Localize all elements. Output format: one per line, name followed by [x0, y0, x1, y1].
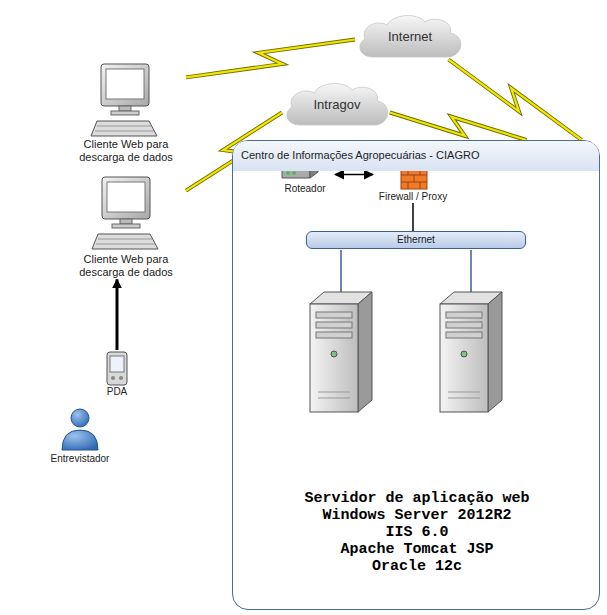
node-label: Intragov — [314, 97, 361, 113]
bolt-fill — [449, 60, 582, 141]
bolt-outline — [390, 113, 527, 141]
group-title: Centro de Informações Agropecuárias - CI… — [241, 149, 479, 162]
connector-line — [335, 174, 373, 176]
server-icon — [440, 292, 502, 412]
node-label: Firewall / Proxy — [373, 191, 453, 203]
node-label: Internet — [388, 29, 432, 45]
server-spec: Oracle 12c — [232, 558, 602, 575]
arrow-connector — [335, 174, 373, 175]
wireless-link — [186, 40, 355, 78]
server-spec: IIS 6.0 — [232, 524, 602, 541]
bolt-fill — [390, 113, 527, 141]
router-device: Roteador — [275, 161, 335, 195]
firewall-device: Firewall / Proxy — [373, 161, 453, 203]
interviewer: Entrevistador — [35, 405, 125, 465]
server-icon — [310, 292, 372, 412]
node-label: Roteador — [275, 183, 335, 195]
server-spec: Windows Server 2012R2 — [232, 507, 602, 524]
computer-icon — [92, 177, 158, 249]
network-wire — [340, 250, 342, 296]
web-client: Cliente Web para descarga de dados — [66, 175, 186, 279]
network-cloud: Internet — [355, 12, 465, 62]
server-spec: Apache Tomcat JSP — [232, 541, 602, 558]
person-icon — [62, 409, 98, 450]
arrow-connector — [117, 279, 118, 350]
network-cloud: Intragov — [282, 80, 392, 130]
pda-icon — [107, 352, 127, 385]
connector-line — [412, 203, 414, 231]
group-header: Centro de Informações Agropecuárias - CI… — [233, 141, 599, 171]
bolt-fill — [186, 40, 355, 78]
ethernet-bus: Ethernet — [306, 231, 526, 249]
server-spec: Servidor de aplicação web — [232, 490, 602, 507]
node-label: PDA — [92, 386, 142, 398]
server-specs: Servidor de aplicação webWindows Server … — [232, 490, 602, 575]
web-client: Cliente Web para descarga de dados — [66, 62, 186, 164]
node-label: Ethernet — [397, 234, 435, 246]
node-label: Entrevistador — [35, 453, 125, 465]
node-label: Cliente Web para descarga de dados — [66, 138, 186, 164]
arrow-connector — [413, 203, 414, 231]
wireless-link — [390, 113, 527, 141]
bolt-outline — [186, 40, 355, 78]
connector-line — [116, 279, 119, 350]
node-label: Cliente Web para descarga de dados — [66, 253, 186, 279]
pda-device: PDA — [92, 350, 142, 398]
wireless-link — [449, 60, 582, 141]
bolt-outline — [449, 60, 582, 141]
network-wire — [470, 250, 472, 296]
computer-icon — [91, 64, 157, 136]
